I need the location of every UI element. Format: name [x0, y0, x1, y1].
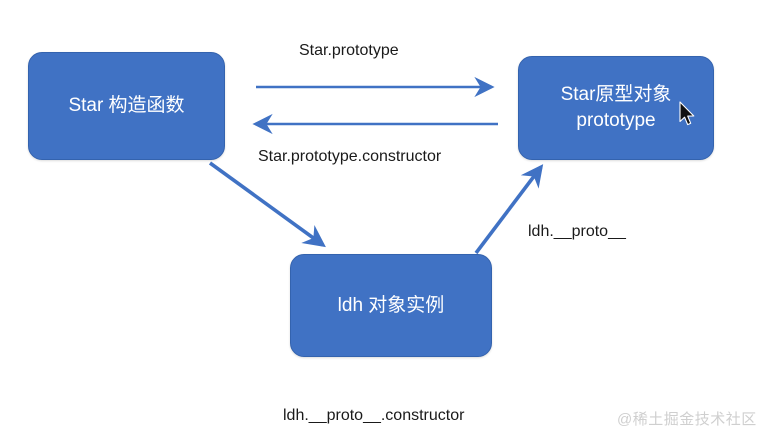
watermark-text: @稀土掘金技术社区	[617, 411, 757, 428]
node-star-label-line1: Star 构造函数	[68, 95, 185, 117]
edge-label-ldh-proto-constructor: ldh.__proto__.constructor	[283, 407, 465, 424]
edge-label-star-prototype: Star.prototype	[299, 42, 399, 59]
node-prototype-label-line2: prototype	[576, 110, 656, 131]
mouse-pointer-icon	[679, 101, 695, 126]
edge-label-star-prototype-constructor: Star.prototype.constructor	[258, 148, 442, 165]
node-ldh-instance[interactable]: ldh 对象实例	[290, 254, 492, 357]
arrow-star-to-ldh	[208, 161, 326, 248]
node-star-constructor[interactable]: Star 构造函数	[28, 52, 225, 160]
node-ldh-label-line1: ldh 对象实例	[337, 294, 445, 316]
node-prototype-label-line1: Star原型对象	[560, 84, 672, 106]
edge-label-ldh-proto: ldh.__proto__	[528, 223, 626, 240]
